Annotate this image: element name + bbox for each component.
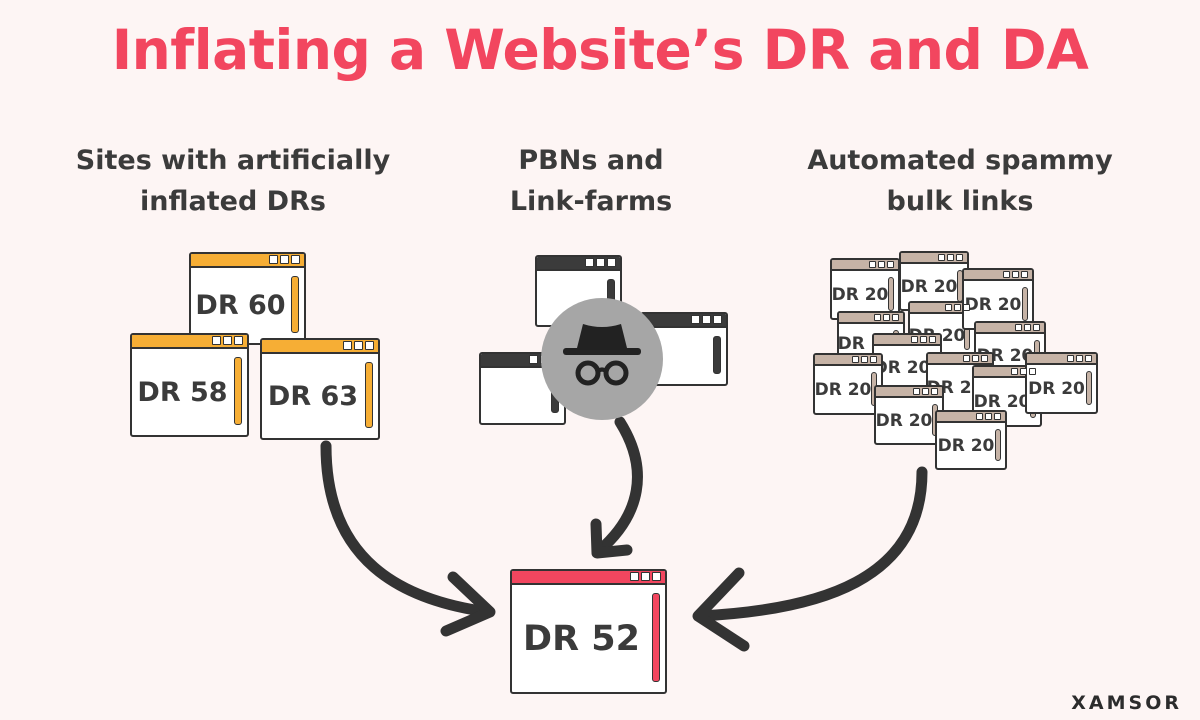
scrollbar-icon	[888, 277, 894, 311]
window-buttons-icon	[1003, 271, 1028, 278]
curved-arrow-icon	[692, 567, 750, 652]
dr-label: DR 60	[195, 290, 286, 321]
heading-line: Link-farms	[509, 186, 673, 217]
curved-arrow-icon	[594, 416, 643, 556]
window-buttons-icon	[963, 355, 988, 362]
spam-site-window: DR 20	[813, 353, 883, 415]
window-buttons-icon	[945, 304, 970, 311]
curved-arrow-icon	[440, 571, 496, 637]
site-window: DR 60	[189, 252, 306, 345]
curved-arrow-icon	[694, 466, 928, 622]
incognito-icon	[541, 298, 663, 420]
window-buttons-icon	[874, 314, 899, 321]
spam-site-window: DR 20	[935, 410, 1007, 470]
window-buttons-icon	[852, 356, 877, 363]
scrollbar-icon	[995, 429, 1001, 461]
scrollbar-icon	[291, 276, 299, 333]
scrollbar-icon	[1086, 371, 1092, 405]
window-buttons-icon	[630, 572, 661, 581]
heading-spam-links: Automated spammy bulk links	[790, 140, 1130, 222]
spam-site-window: DR 20	[1025, 352, 1098, 414]
window-buttons-icon	[212, 336, 243, 345]
scrollbar-icon	[1022, 287, 1028, 321]
scrollbar-icon	[365, 362, 373, 428]
window-buttons-icon	[911, 336, 936, 343]
window-buttons-icon	[938, 254, 963, 261]
dr-label: DR 20	[875, 410, 933, 431]
curved-arrow-icon	[320, 440, 494, 618]
heading-line: bulk links	[886, 186, 1034, 217]
site-window: DR 58	[130, 333, 249, 437]
dr-label: DR 20	[973, 391, 1031, 412]
page-title: Inflating a Website’s DR and DA	[111, 18, 1089, 82]
heading-line: Automated spammy	[807, 145, 1113, 176]
site-window: DR 63	[260, 338, 380, 440]
scrollbar-icon	[234, 357, 242, 425]
dr-label: DR 20	[900, 276, 958, 297]
window-buttons-icon	[1067, 355, 1092, 362]
dr-label: DR 52	[523, 618, 640, 659]
dr-label: DR 20	[873, 357, 931, 378]
heading-line: inflated DRs	[140, 186, 326, 217]
dr-label: DR 20	[814, 379, 872, 400]
spam-site-window: DR 20	[830, 258, 900, 320]
window-buttons-icon	[343, 341, 374, 350]
curved-arrow-icon	[590, 518, 633, 559]
dr-label: DR 63	[267, 380, 359, 412]
target-site-window: DR 52	[510, 569, 667, 694]
dr-label: DR 20	[1028, 378, 1085, 399]
dr-label: DR 20	[964, 294, 1022, 315]
window-buttons-icon	[1011, 368, 1036, 375]
dr-label: DR 20	[831, 284, 889, 305]
window-buttons-icon	[585, 258, 616, 267]
window-buttons-icon	[976, 413, 1001, 420]
spam-site-window: DR 20	[874, 385, 944, 445]
window-buttons-icon	[913, 388, 938, 395]
dr-label: DR 58	[137, 376, 228, 408]
heading-inflated-sites: Sites with artificially inflated DRs	[63, 140, 403, 222]
window-buttons-icon	[1015, 324, 1040, 331]
heading-line: PBNs and	[518, 145, 664, 176]
scrollbar-icon	[713, 336, 721, 374]
window-buttons-icon	[869, 261, 894, 268]
window-buttons-icon	[269, 255, 300, 264]
heading-pbns: PBNs and Link-farms	[421, 140, 761, 222]
window-buttons-icon	[691, 315, 722, 324]
brand-logo: XAMSOR	[1071, 692, 1182, 714]
dr-label: DR 20	[937, 435, 995, 456]
heading-line: Sites with artificially	[75, 145, 391, 176]
scrollbar-icon	[652, 593, 660, 682]
